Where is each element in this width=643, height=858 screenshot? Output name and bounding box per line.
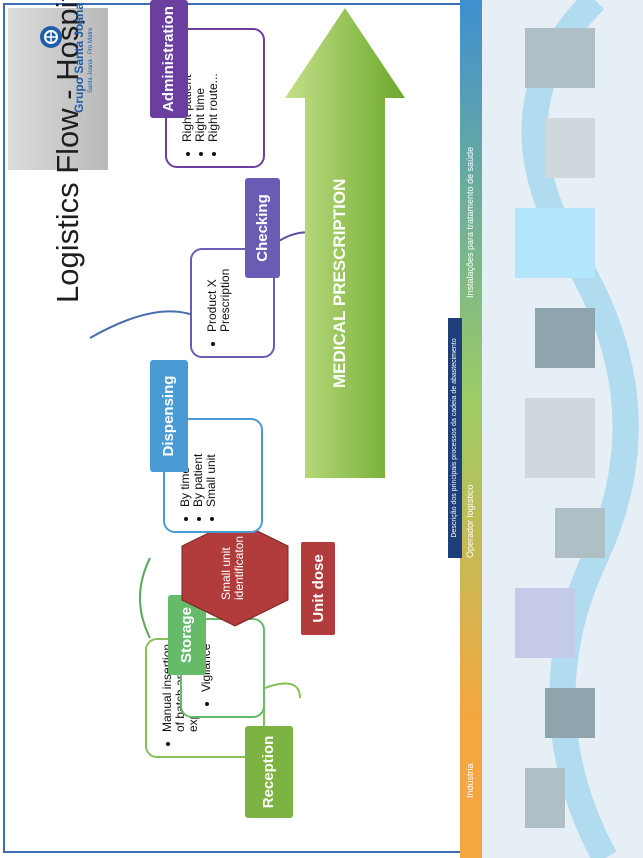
- medical-prescription-arrow: [285, 8, 405, 478]
- dispensing-tag: Dispensing: [150, 360, 188, 472]
- medical-prescription-label: MEDICAL PRESCRIPTION: [330, 178, 349, 388]
- checking-tag: Checking: [245, 178, 280, 278]
- checking-item: Product X Prescription: [205, 250, 232, 332]
- caption-title: Descrição dos principais processos da ca…: [448, 318, 462, 558]
- unit-dose-tag: Unit dose: [300, 541, 336, 636]
- administration-tag: Administration: [150, 0, 188, 118]
- operador-label: Operador logístico: [465, 484, 475, 558]
- administration-item-3: Right route...: [206, 30, 220, 142]
- logo-icon: [40, 26, 62, 48]
- unit-dose-hexagon: [181, 519, 289, 627]
- reception-tag: Reception: [245, 726, 293, 818]
- illustration-scene: [515, 0, 639, 858]
- operador-band: [460, 398, 482, 718]
- dispensing-item-3: Small unit: [204, 420, 218, 507]
- unit-dose-item: Small unit identificaton: [219, 535, 246, 600]
- instalacoes-label: Instalações para tratamento de saúde: [465, 146, 475, 298]
- industria-label: Indústria: [465, 763, 475, 798]
